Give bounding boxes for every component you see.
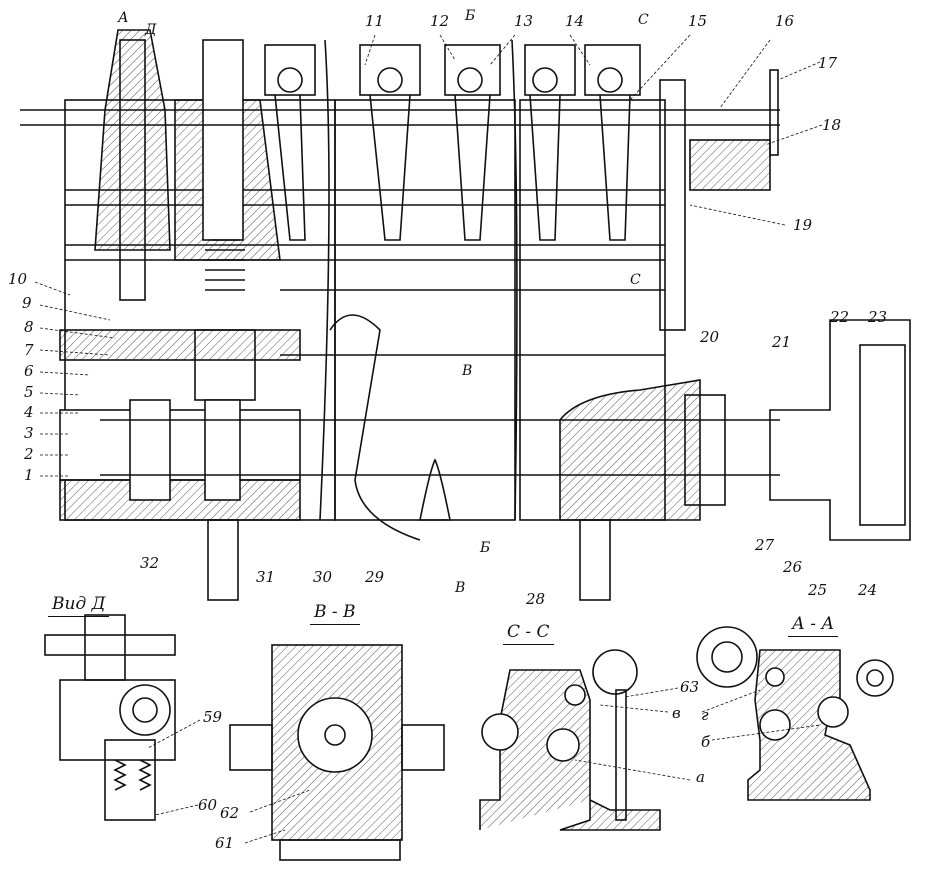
camshaft (100, 314, 911, 541)
callout-24: 24 (858, 581, 878, 599)
section-aa-title: А - А (788, 614, 839, 637)
callout-g: г (701, 706, 709, 724)
callout-15: 15 (688, 12, 708, 30)
drive-shafts (207, 519, 611, 601)
callout-23: 23 (868, 308, 888, 326)
callout-7: 7 (24, 341, 34, 359)
view-d-drawing (44, 614, 176, 821)
callout-v: в (672, 704, 681, 722)
callout-14: 14 (565, 12, 585, 30)
callout-10: 10 (8, 270, 28, 288)
callout-1: 1 (24, 466, 34, 484)
callout-60: 60 (198, 796, 218, 814)
callout-29: 29 (365, 568, 385, 586)
callout-32: 32 (140, 554, 160, 572)
callout-19: 19 (793, 216, 813, 234)
callout-2: 2 (24, 445, 34, 463)
callout-6: 6 (24, 362, 34, 380)
callout-11: 11 (365, 12, 385, 30)
section-marker-b: Б (465, 8, 476, 24)
callout-18: 18 (822, 116, 842, 134)
callout-59: 59 (203, 708, 223, 726)
callout-b: б (701, 733, 711, 751)
callout-26: 26 (783, 558, 803, 576)
section-vv-drawing (229, 644, 445, 861)
callout-8: 8 (24, 318, 34, 336)
plunger-section (59, 29, 301, 521)
section-marker-c: С (638, 12, 649, 28)
callout-5: 5 (24, 383, 34, 401)
callout-20: 20 (700, 328, 720, 346)
view-d-title: Вид Д (48, 594, 110, 617)
rocker-levers (20, 44, 780, 331)
callout-63: 63 (680, 678, 700, 696)
callout-16: 16 (775, 12, 795, 30)
callout-12: 12 (430, 12, 450, 30)
leader-lines (34, 34, 823, 844)
callout-13: 13 (514, 12, 534, 30)
callout-22: 22 (830, 308, 850, 326)
callout-27: 27 (755, 536, 775, 554)
callout-9: 9 (22, 294, 32, 312)
section-vv-title: В - В (310, 602, 360, 625)
callout-28: 28 (526, 590, 546, 608)
callout-a: а (696, 768, 705, 786)
view-marker-d: Д (145, 22, 157, 38)
section-marker-a: А (118, 10, 129, 26)
callout-21: 21 (772, 333, 792, 351)
section-aa-drawing (696, 626, 894, 801)
section-cc-drawing (479, 649, 661, 831)
section-marker-b-lower: Б (480, 540, 491, 556)
section-marker-v: В (462, 363, 473, 379)
section-cc-title: С - С (503, 622, 554, 645)
callout-30: 30 (313, 568, 333, 586)
callout-3: 3 (24, 424, 34, 442)
section-marker-c-lower: С (630, 272, 641, 288)
callout-4: 4 (24, 403, 34, 421)
callout-17: 17 (818, 54, 838, 72)
callout-61: 61 (215, 834, 235, 852)
callout-62: 62 (220, 804, 240, 822)
callout-25: 25 (808, 581, 828, 599)
callout-31: 31 (256, 568, 276, 586)
section-marker-v-lower: В (455, 580, 466, 596)
